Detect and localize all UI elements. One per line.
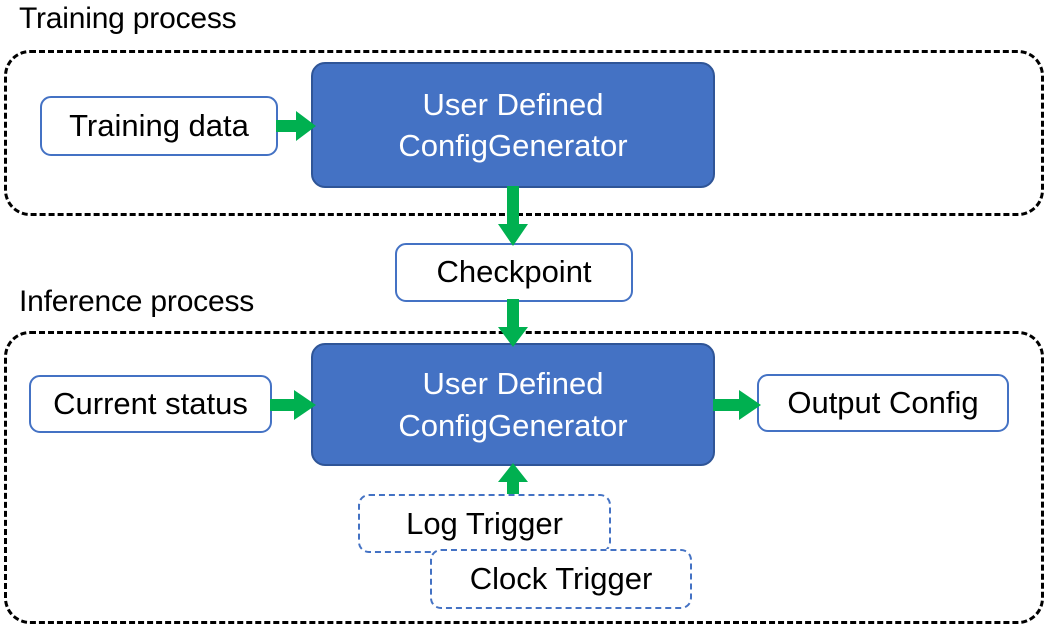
inference-process-container [4, 331, 1044, 624]
training-data-box[interactable]: Training data [40, 96, 278, 156]
arrow-generator-to-checkpoint-icon [494, 186, 532, 246]
inference-user-defined-configgenerator-box[interactable]: User Defined ConfigGenerator [311, 343, 715, 466]
inference-generator-line2: ConfigGenerator [398, 407, 628, 443]
training-generator-line1: User Defined [422, 86, 604, 122]
output-config-box[interactable]: Output Config [757, 374, 1009, 432]
arrow-current-status-to-generator-icon [270, 388, 316, 422]
training-process-label: Training process [19, 2, 237, 35]
arrow-checkpoint-to-generator-icon [494, 299, 532, 347]
arrow-training-data-to-generator-icon [276, 108, 316, 144]
checkpoint-box[interactable]: Checkpoint [395, 243, 633, 302]
training-user-defined-configgenerator-box[interactable]: User Defined ConfigGenerator [311, 62, 715, 188]
log-trigger-box[interactable]: Log Trigger [358, 494, 611, 553]
clock-trigger-box[interactable]: Clock Trigger [430, 549, 692, 609]
arrow-generator-to-output-icon [713, 388, 761, 422]
inference-generator-line1: User Defined [422, 366, 604, 402]
inference-process-label: Inference process [19, 285, 255, 318]
training-generator-line2: ConfigGenerator [398, 128, 628, 163]
arrow-triggers-to-generator-icon [494, 463, 532, 503]
current-status-box[interactable]: Current status [29, 375, 272, 433]
training-process-container [4, 50, 1044, 216]
